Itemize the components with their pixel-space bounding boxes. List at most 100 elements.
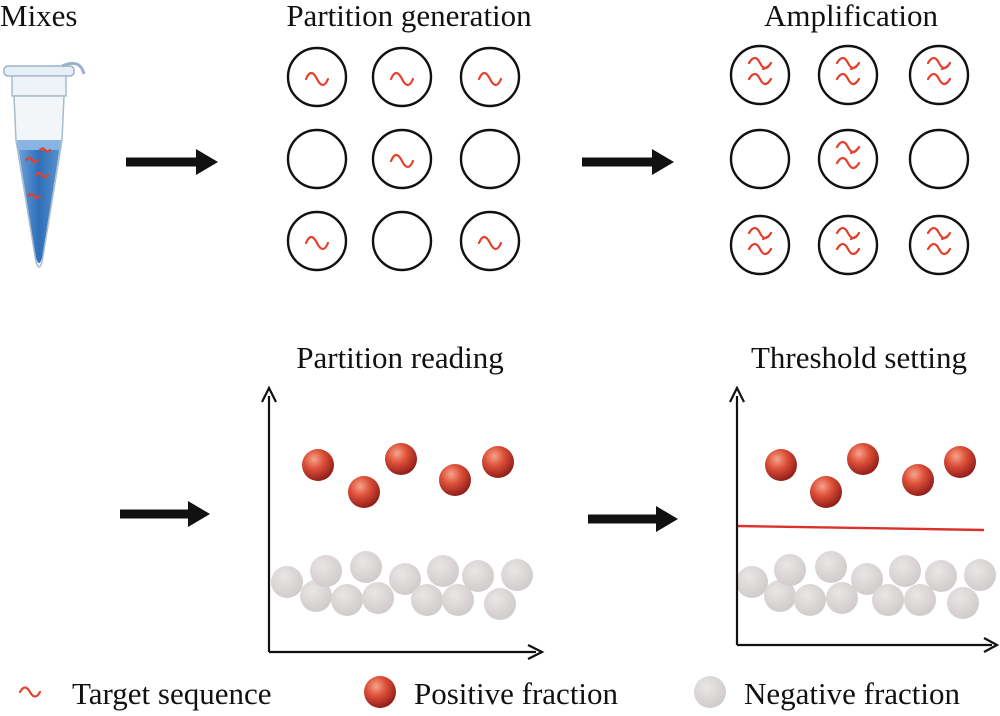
positive-fraction-dot bbox=[902, 464, 934, 496]
negative-fraction-dot bbox=[794, 584, 826, 616]
threshold-positive-dots bbox=[765, 443, 976, 508]
amplification-title: Amplification bbox=[764, 0, 938, 33]
reading-negative-dots bbox=[271, 551, 533, 620]
negative-fraction-dot bbox=[964, 559, 996, 591]
negative-fraction-dot bbox=[331, 584, 363, 616]
threshold-setting-plot bbox=[729, 385, 1000, 653]
arrow-reading-to-threshold bbox=[588, 506, 678, 532]
amplification-partition-1-1 bbox=[817, 128, 879, 190]
legend-positive-fraction: Positive fraction bbox=[414, 676, 619, 711]
amplification-partition-2-1 bbox=[817, 214, 879, 276]
target-sequence-icon bbox=[389, 71, 415, 87]
negative-fraction-dot bbox=[815, 551, 847, 583]
threshold-x-axis-arrow bbox=[983, 637, 1000, 653]
target-sequence-icon bbox=[304, 235, 330, 251]
positive-fraction-dot bbox=[348, 476, 380, 508]
negative-fraction-dot bbox=[764, 580, 796, 612]
tube-icon bbox=[3, 61, 86, 268]
negative-fraction-dot bbox=[350, 551, 382, 583]
target-sequence-icon bbox=[926, 56, 952, 71]
negative-fraction-dot bbox=[872, 584, 904, 616]
negative-fraction-dot bbox=[310, 555, 342, 587]
negative-fraction-dot bbox=[826, 582, 858, 614]
amplification-partition-0-1 bbox=[817, 44, 879, 106]
legend-target-sequence: Target sequence bbox=[72, 676, 272, 711]
target-sequence-icon bbox=[835, 156, 861, 170]
negative-fraction-dot bbox=[736, 566, 768, 598]
negative-fraction-dot bbox=[484, 588, 516, 620]
negative-fraction-dot bbox=[501, 559, 533, 591]
negative-fraction-dot bbox=[851, 563, 883, 595]
target-sequence-icon bbox=[747, 226, 773, 241]
negative-fraction-dot bbox=[774, 554, 806, 586]
negative-fraction-dot bbox=[362, 582, 394, 614]
negative-fraction-dot bbox=[462, 560, 494, 592]
negative-fraction-dot bbox=[389, 563, 421, 595]
negative-fraction-dot bbox=[300, 580, 332, 612]
generation-partition-1-0 bbox=[286, 128, 348, 190]
positive-fraction-dot bbox=[302, 449, 334, 481]
target-sequence-icon bbox=[747, 242, 773, 256]
target-sequence-icon bbox=[747, 72, 773, 86]
positive-fraction-dot bbox=[482, 446, 514, 478]
target-sequence-icon bbox=[477, 71, 503, 87]
target-sequence-icon bbox=[18, 686, 42, 698]
generation-partition-2-0 bbox=[286, 210, 348, 272]
positive-fraction-dot bbox=[847, 443, 879, 475]
generation-partition-1-1 bbox=[371, 128, 433, 190]
target-sequence-icon bbox=[835, 72, 861, 86]
positive-fraction-icon bbox=[364, 676, 396, 708]
generation-partition-2-1 bbox=[371, 210, 433, 272]
amplification-grid bbox=[729, 44, 970, 276]
partition-generation-grid bbox=[286, 46, 521, 272]
target-sequence-icon bbox=[926, 226, 952, 241]
amplification-partition-0-0 bbox=[729, 44, 791, 106]
amplification-partition-0-2 bbox=[908, 44, 970, 106]
target-sequence-icon bbox=[835, 242, 861, 256]
target-sequence-icon bbox=[304, 71, 330, 87]
negative-fraction-dot bbox=[411, 584, 443, 616]
generation-partition-0-1 bbox=[371, 46, 433, 108]
reading-x-axis-arrow bbox=[527, 644, 545, 660]
target-sequence-icon bbox=[835, 140, 861, 155]
target-sequence-icon bbox=[835, 56, 861, 71]
partition-generation-title: Partition generation bbox=[286, 0, 532, 33]
negative-fraction-dot bbox=[947, 587, 979, 619]
target-sequence-icon bbox=[926, 242, 952, 256]
positive-fraction-dot bbox=[385, 443, 417, 475]
target-sequence-icon bbox=[389, 153, 415, 169]
positive-fraction-dot bbox=[810, 476, 842, 508]
amplification-partition-1-0 bbox=[729, 128, 791, 190]
reading-y-axis-arrow bbox=[261, 385, 277, 403]
legend: Target sequence Positive fraction Negati… bbox=[18, 676, 961, 711]
mixes-title: Mixes bbox=[0, 0, 78, 33]
negative-fraction-dot bbox=[889, 555, 921, 587]
arrow-generation-to-amplification bbox=[582, 149, 674, 175]
amplification-partition-2-2 bbox=[908, 214, 970, 276]
arrow-to-reading bbox=[120, 501, 210, 527]
partition-reading-title: Partition reading bbox=[296, 340, 503, 375]
threshold-setting-title: Threshold setting bbox=[751, 340, 967, 375]
target-sequence-icon bbox=[926, 72, 952, 86]
generation-partition-0-2 bbox=[459, 46, 521, 108]
threshold-y-axis-arrow bbox=[729, 385, 745, 403]
negative-fraction-dot bbox=[925, 560, 957, 592]
negative-fraction-dot bbox=[442, 584, 474, 616]
arrow-mixes-to-generation bbox=[126, 149, 218, 175]
generation-partition-0-0 bbox=[286, 46, 348, 108]
negative-fraction-dot bbox=[904, 584, 936, 616]
positive-fraction-dot bbox=[944, 446, 976, 478]
partition-reading-plot bbox=[261, 385, 545, 660]
target-sequence-icon bbox=[477, 235, 503, 251]
reading-positive-dots bbox=[302, 443, 514, 508]
threshold-line bbox=[736, 524, 985, 532]
target-sequence-icon bbox=[835, 226, 861, 241]
legend-negative-fraction: Negative fraction bbox=[744, 676, 961, 711]
target-sequence-icon bbox=[747, 56, 773, 71]
generation-partition-1-2 bbox=[459, 128, 521, 190]
negative-fraction-icon bbox=[694, 676, 726, 708]
positive-fraction-dot bbox=[439, 464, 471, 496]
generation-partition-2-2 bbox=[459, 210, 521, 272]
